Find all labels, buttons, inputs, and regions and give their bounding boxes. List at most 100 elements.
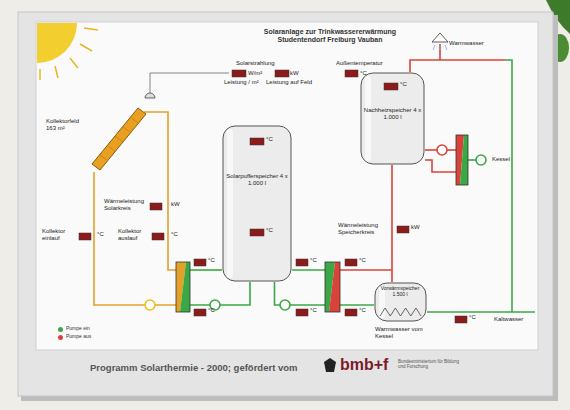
display [194, 309, 206, 316]
pump-symbol [437, 145, 447, 155]
collector-stripe [123, 127, 131, 133]
sponsor-name: Bundesministerium für Bildung und Forsch… [398, 359, 464, 369]
sun-ray [80, 44, 92, 51]
node-text: °C [400, 81, 407, 88]
heating-coil [380, 308, 421, 316]
unit-label: °C [208, 307, 215, 314]
sun-ray [70, 58, 78, 68]
display [345, 259, 357, 266]
pipe-segment [94, 172, 183, 305]
diagram-title: Solaranlage zur Trinkwassererwärmung Stu… [250, 28, 410, 44]
display [345, 70, 358, 77]
node-text: °C [266, 136, 273, 143]
unit-label: kW [290, 70, 299, 77]
collector-stripe [100, 155, 108, 161]
collector-panel [46, 104, 146, 172]
sun-ray [39, 69, 41, 80]
pipe-segment [391, 165, 393, 282]
display [250, 229, 264, 236]
circulation-pipe [505, 60, 512, 312]
sun-ray [55, 66, 58, 78]
caption-label: Leistung auf Feld [266, 79, 312, 86]
pipe-connector [392, 165, 393, 282]
display [455, 316, 467, 323]
radiation-sensor [145, 93, 155, 98]
tank-highlight [365, 76, 371, 161]
sun [37, 23, 77, 63]
collector-panel [92, 108, 146, 170]
reheat-pipe [425, 160, 456, 172]
display [345, 309, 357, 316]
display [150, 203, 162, 210]
heat-exchanger-side [460, 135, 468, 185]
unit-label: °C [359, 307, 366, 314]
display-label: Kollektor auslauf [118, 228, 150, 242]
collector-stripe [115, 136, 123, 142]
collector-stripe [107, 145, 115, 151]
unit-label: °C [359, 257, 366, 264]
displays [79, 70, 467, 323]
hot-pipe [340, 269, 392, 271]
display-label: Wärmeleistung Speicherkreis [338, 222, 388, 236]
shower-water [433, 45, 447, 50]
display [296, 309, 308, 316]
unit-label: °C [171, 231, 178, 238]
boiler-label: Kessel [492, 156, 510, 163]
tank-outline [222, 125, 292, 282]
board-shadow [21, 15, 558, 401]
legend-text: Pumpe aus [66, 334, 91, 340]
legend-text: Pumpe ein [66, 326, 90, 332]
node-text: Nachheizspeicher 4 x 1.000 l [363, 107, 422, 121]
buffer-pipe [190, 269, 222, 271]
legend-swatch [58, 335, 63, 340]
outlet-label: Warmwasser [449, 40, 484, 47]
tank-body [223, 126, 291, 281]
node-text: Kollektorfeld 163 m² [46, 118, 88, 132]
unit-label: °C [310, 307, 317, 314]
display [250, 138, 264, 145]
storage-tank: Vorwärmspeicher 1.500 l [374, 282, 427, 322]
pump-symbol [145, 300, 155, 310]
sensor-label: Solarstrahlung [236, 60, 275, 67]
display [397, 226, 409, 233]
collector-stripe [130, 117, 138, 123]
unit-label: kW [171, 201, 180, 208]
legend-swatch [58, 327, 63, 332]
buffer-pipe [292, 269, 325, 271]
pump-symbol [280, 300, 290, 310]
display [79, 233, 91, 240]
display [232, 70, 246, 77]
display [152, 233, 164, 240]
tank-body [361, 73, 424, 164]
heat-exchanger-side [329, 262, 340, 312]
unit-label: W/m² [248, 70, 262, 77]
storage-tank: °C Nachheizspeicher 4 x 1.000 l [360, 72, 425, 165]
sponsor-text: Programm Solarthermie - 2000; gefördert … [90, 363, 297, 374]
sponsor-logo: bmb+f [340, 356, 388, 374]
heat-exchanger [456, 135, 468, 185]
unit-label: °C [469, 314, 476, 321]
collector-return-pipe [144, 112, 176, 270]
collector-field: Kollektorfeld 163 m² [46, 104, 146, 172]
pump-symbol [476, 155, 486, 165]
heat-exchanger [325, 262, 340, 312]
tank-highlight [227, 129, 233, 278]
display-label: Wärmeleistung Solarkreis [104, 198, 148, 212]
node-text: Solarpufferspeicher 4 x 1.000 l [226, 173, 288, 187]
display [296, 259, 308, 266]
sun-ray [84, 28, 98, 30]
board-frame [18, 12, 553, 396]
storage-tank: °CSolarpufferspeicher 4 x 1.000 l°C [222, 125, 292, 282]
shower-head [432, 33, 448, 42]
display [384, 83, 398, 90]
pipes [144, 44, 535, 312]
eagle-emblem [324, 358, 336, 372]
hot-water-pipe [410, 60, 505, 72]
node-text: Vorwärmspeicher 1.500 l [376, 286, 424, 298]
diagram-panel [36, 22, 538, 350]
display [275, 70, 289, 77]
sensor-wire [150, 73, 229, 93]
sun-rays [40, 28, 98, 80]
